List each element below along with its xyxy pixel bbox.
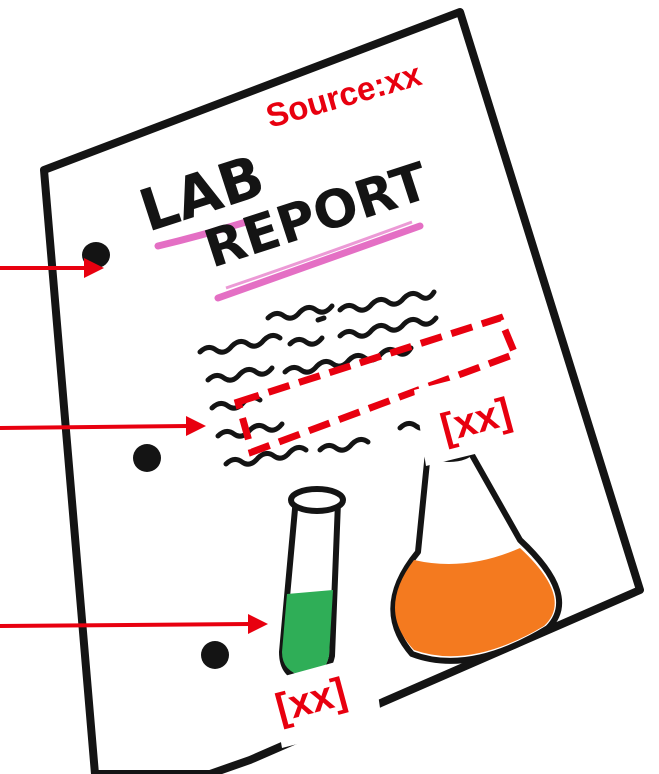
highlight-dashed-box [233,313,520,457]
binder-hole-icon [133,444,161,472]
flask-liquid [395,548,555,657]
arrow-right-icon [0,416,206,436]
test-tube-liquid [282,590,333,677]
title-report-underline [214,222,424,302]
title-lab-underline [154,218,250,250]
paper-outline [40,8,644,774]
label-patch-top [414,362,532,466]
label-patch-bottom [270,652,382,748]
paper-sheet [40,8,644,774]
arrow-right-icon [0,258,104,278]
binder-hole-icon [201,641,229,669]
arrow-right-icon [0,614,268,634]
annotation-arrows [0,258,268,634]
label-patches [270,362,532,748]
